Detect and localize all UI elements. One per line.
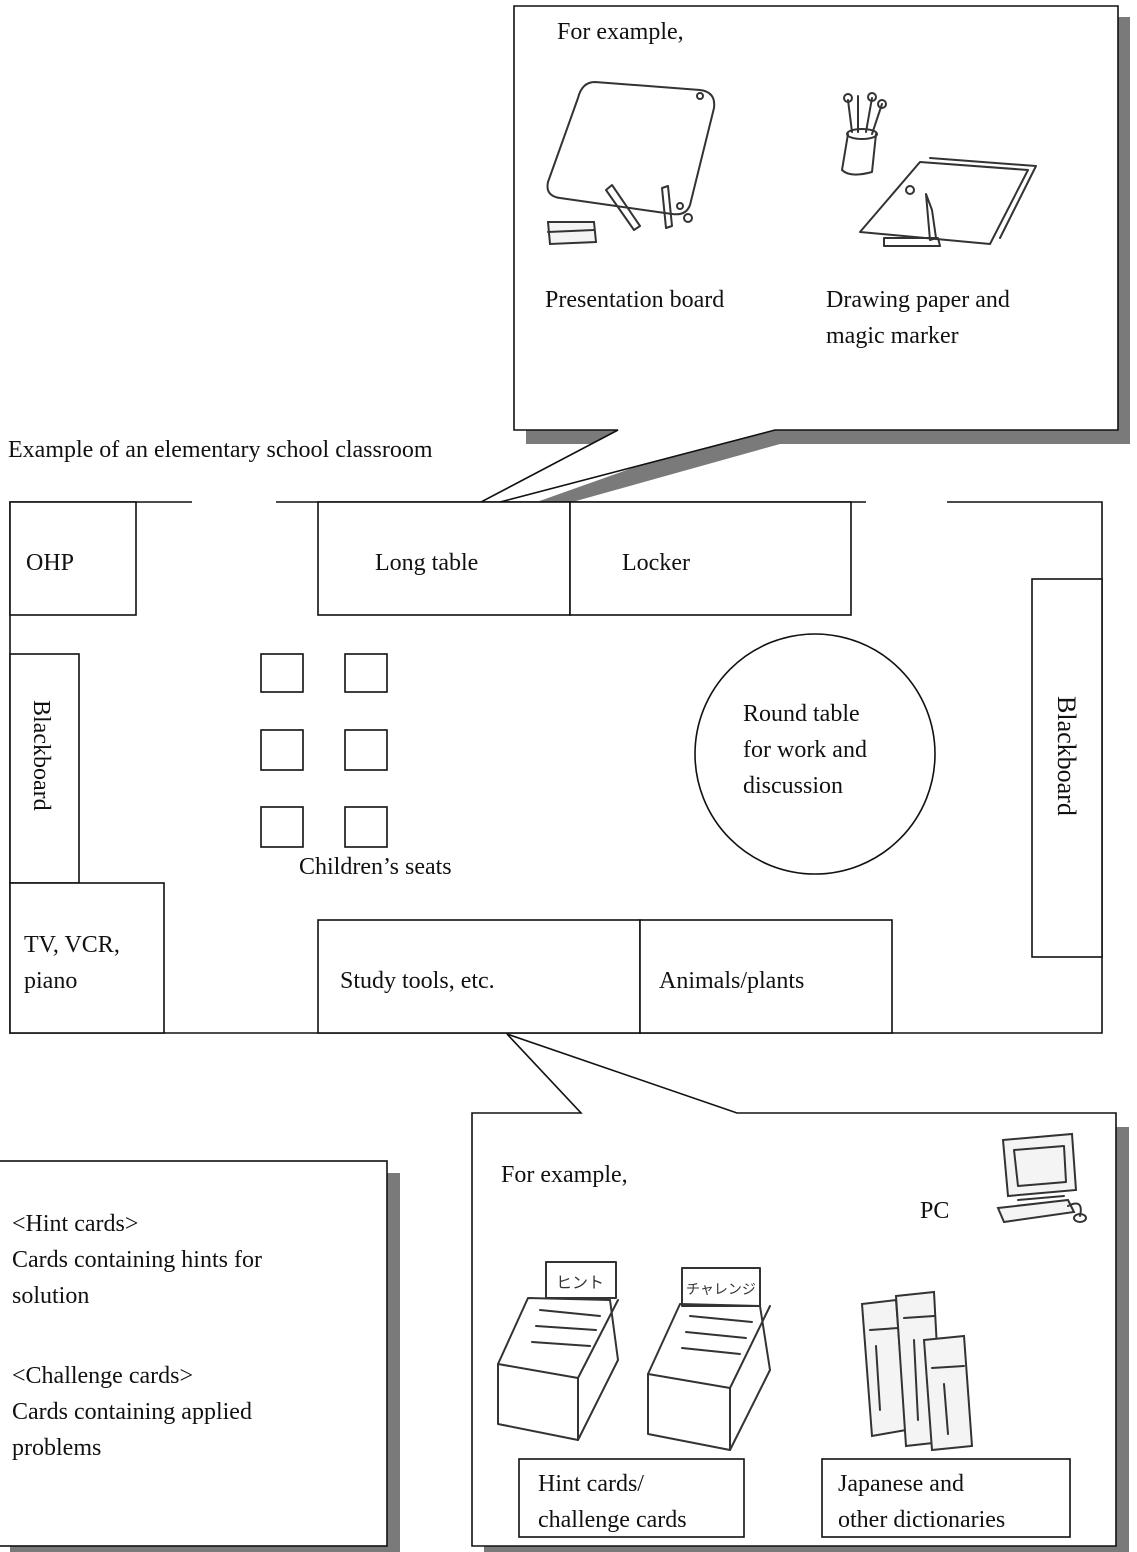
cards-label-1: Hint cards/ (538, 1471, 644, 1497)
ohp-label: OHP (26, 550, 74, 576)
top-callout-box (461, 5, 1119, 513)
pc-label: PC (920, 1198, 949, 1224)
bottom-callout: For example, PC ヒント チャレンジ (471, 1033, 1129, 1552)
blackboard-right-label: Blackboard (1052, 696, 1081, 816)
seats-label: Children’s seats (299, 854, 452, 880)
pc-icon (996, 1132, 1087, 1224)
hint-title: <Hint cards> (12, 1211, 138, 1237)
top-callout-intro: For example, (557, 19, 684, 45)
round-table-label-2: for work and (743, 737, 867, 763)
seat (260, 729, 304, 771)
drawing-paper-label-2: magic marker (826, 323, 959, 349)
study-tools-label: Study tools, etc. (340, 968, 495, 994)
seat (260, 653, 304, 693)
card-explanation-note: <Hint cards> Cards containing hints for … (0, 1160, 400, 1552)
tv-label-1: TV, VCR, (24, 932, 120, 958)
tv-box (9, 882, 165, 1034)
children-seats (260, 653, 388, 848)
blackboard-right-box (1031, 578, 1103, 958)
top-callout: For example, Presentation board (461, 5, 1130, 525)
drawing-paper-label-1: Drawing paper and (826, 287, 1010, 313)
presentation-board-icon (546, 81, 716, 246)
card-boxes-icon: ヒント チャレンジ (497, 1261, 771, 1451)
cards-label-box (518, 1458, 745, 1538)
challenge-line-2: problems (12, 1435, 101, 1461)
bottom-callout-intro: For example, (501, 1162, 628, 1188)
animals-box (639, 919, 893, 1034)
blackboard-left-box (9, 653, 80, 884)
long-table-label: Long table (375, 550, 478, 576)
dictionaries-label-1: Japanese and (838, 1471, 964, 1497)
challenge-box-label: チャレンジ (686, 1282, 756, 1298)
cards-label-2: challenge cards (538, 1507, 687, 1533)
seat (344, 806, 388, 848)
round-table-label-3: discussion (743, 773, 843, 799)
tv-label-2: piano (24, 968, 77, 994)
round-table (694, 633, 936, 875)
animals-label: Animals/plants (659, 968, 804, 994)
challenge-line-1: Cards containing applied (12, 1399, 252, 1425)
classroom-plan: OHP Long table Locker Blackboard Blackbo… (9, 501, 1103, 1034)
dictionaries-icon (860, 1290, 974, 1452)
seat (344, 653, 388, 693)
presentation-board-label: Presentation board (545, 287, 724, 313)
challenge-title: <Challenge cards> (12, 1363, 193, 1389)
note-box (0, 1160, 388, 1547)
seat (260, 806, 304, 848)
dictionaries-label-2: other dictionaries (838, 1507, 1005, 1533)
hint-line-2: solution (12, 1283, 89, 1309)
round-table-label-1: Round table (743, 701, 860, 727)
hint-line-1: Cards containing hints for (12, 1247, 262, 1273)
classroom-title: Example of an elementary school classroo… (8, 437, 433, 463)
hint-box-label: ヒント (556, 1273, 604, 1292)
locker-label: Locker (622, 550, 690, 576)
drawing-paper-icon (841, 92, 1037, 247)
locker-box (569, 501, 852, 616)
blackboard-left-label: Blackboard (28, 700, 54, 811)
ohp-box (9, 501, 137, 616)
seat (344, 729, 388, 771)
dictionaries-label-box (821, 1458, 1071, 1538)
study-tools-box (317, 919, 641, 1034)
